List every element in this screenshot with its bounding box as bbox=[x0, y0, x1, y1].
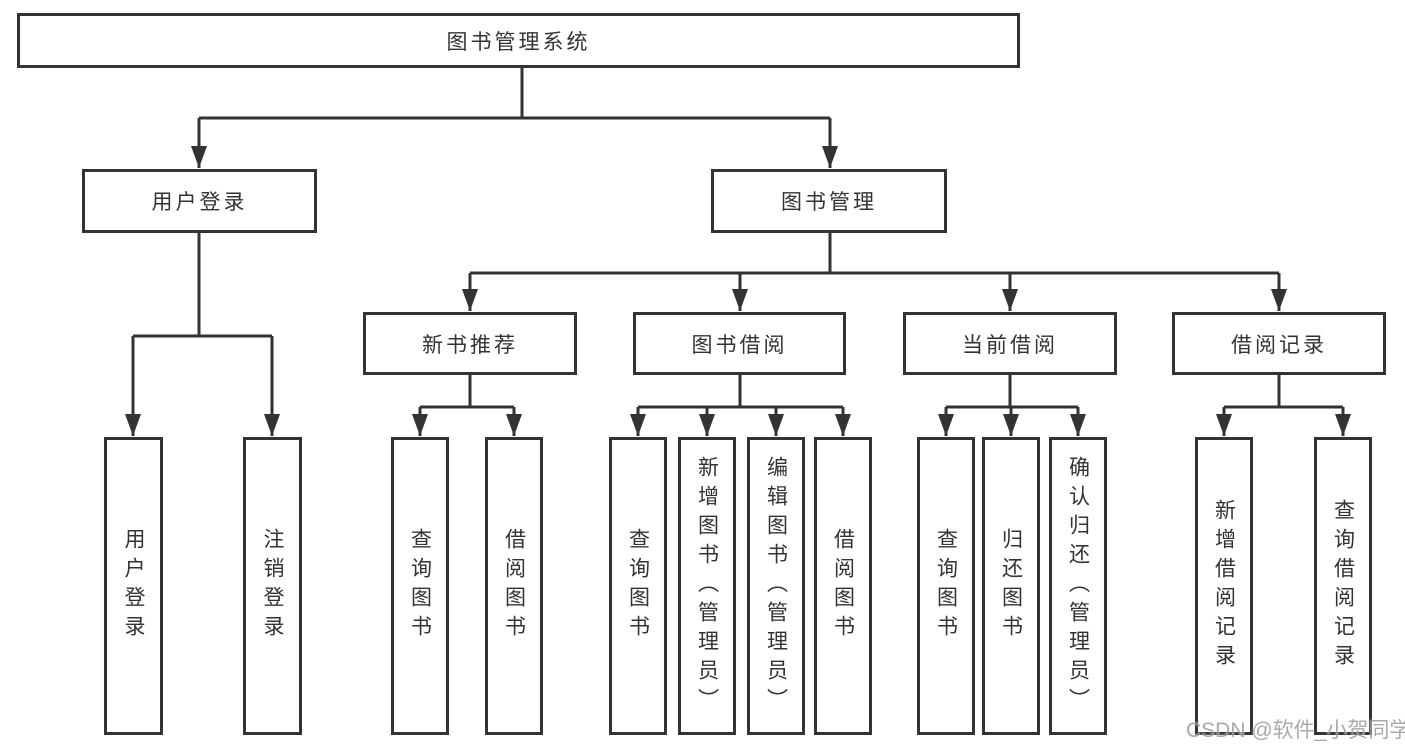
leaf-logout: 注销登录 bbox=[243, 437, 302, 735]
node-book-management: 图书管理 bbox=[711, 169, 947, 233]
node-user-login: 用户登录 bbox=[82, 169, 317, 233]
node-label: 查询借阅记录 bbox=[1331, 499, 1355, 673]
leaf-confirm-return-admin: 确认归还（管理员） bbox=[1049, 437, 1107, 735]
node-label: 查询图书 bbox=[408, 528, 432, 644]
node-current-borrow: 当前借阅 bbox=[903, 312, 1117, 375]
node-borrow-records: 借阅记录 bbox=[1172, 312, 1386, 375]
node-label: 查询图书 bbox=[934, 528, 958, 644]
leaf-query-books-current: 查询图书 bbox=[917, 437, 975, 735]
node-label: 查询图书 bbox=[626, 528, 650, 644]
node-label: 用户登录 bbox=[151, 191, 248, 214]
node-label: 图书管理系统 bbox=[446, 30, 591, 54]
leaf-query-books-borrow: 查询图书 bbox=[609, 437, 667, 735]
node-label: 图书借阅 bbox=[691, 333, 788, 357]
node-label: 当前借阅 bbox=[962, 333, 1058, 357]
node-label: 用户登录 bbox=[122, 528, 146, 644]
node-label: 借阅图书 bbox=[831, 528, 855, 644]
leaf-query-borrow-record: 查询借阅记录 bbox=[1314, 437, 1372, 735]
csdn-watermark: CSDN @软件_小贺同学 bbox=[1186, 719, 1405, 742]
node-label: 新增图书（管理员） bbox=[695, 455, 719, 717]
node-label: 借阅图书 bbox=[502, 528, 526, 644]
leaf-borrow-books: 借阅图书 bbox=[814, 437, 872, 735]
leaf-return-books: 归还图书 bbox=[982, 437, 1040, 735]
leaf-add-borrow-record: 新增借阅记录 bbox=[1195, 437, 1253, 735]
leaf-query-books-recommend: 查询图书 bbox=[391, 437, 449, 735]
node-book-borrow: 图书借阅 bbox=[633, 312, 846, 375]
leaf-add-books-admin: 新增图书（管理员） bbox=[678, 437, 736, 735]
node-label: 编辑图书（管理员） bbox=[764, 455, 788, 717]
leaf-borrow-books-recommend: 借阅图书 bbox=[485, 437, 543, 735]
node-new-book-recommend: 新书推荐 bbox=[363, 312, 577, 375]
node-label: 图书管理 bbox=[781, 191, 877, 214]
leaf-edit-books-admin: 编辑图书（管理员） bbox=[747, 437, 805, 735]
node-label: 归还图书 bbox=[999, 528, 1023, 644]
node-label: 借阅记录 bbox=[1231, 333, 1327, 357]
node-library-system: 图书管理系统 bbox=[17, 13, 1020, 68]
node-label: 确认归还（管理员） bbox=[1066, 455, 1090, 717]
leaf-user-login: 用户登录 bbox=[104, 437, 163, 735]
node-label: 注销登录 bbox=[261, 528, 285, 644]
node-label: 新增借阅记录 bbox=[1212, 499, 1236, 673]
node-label: 新书推荐 bbox=[422, 333, 518, 357]
